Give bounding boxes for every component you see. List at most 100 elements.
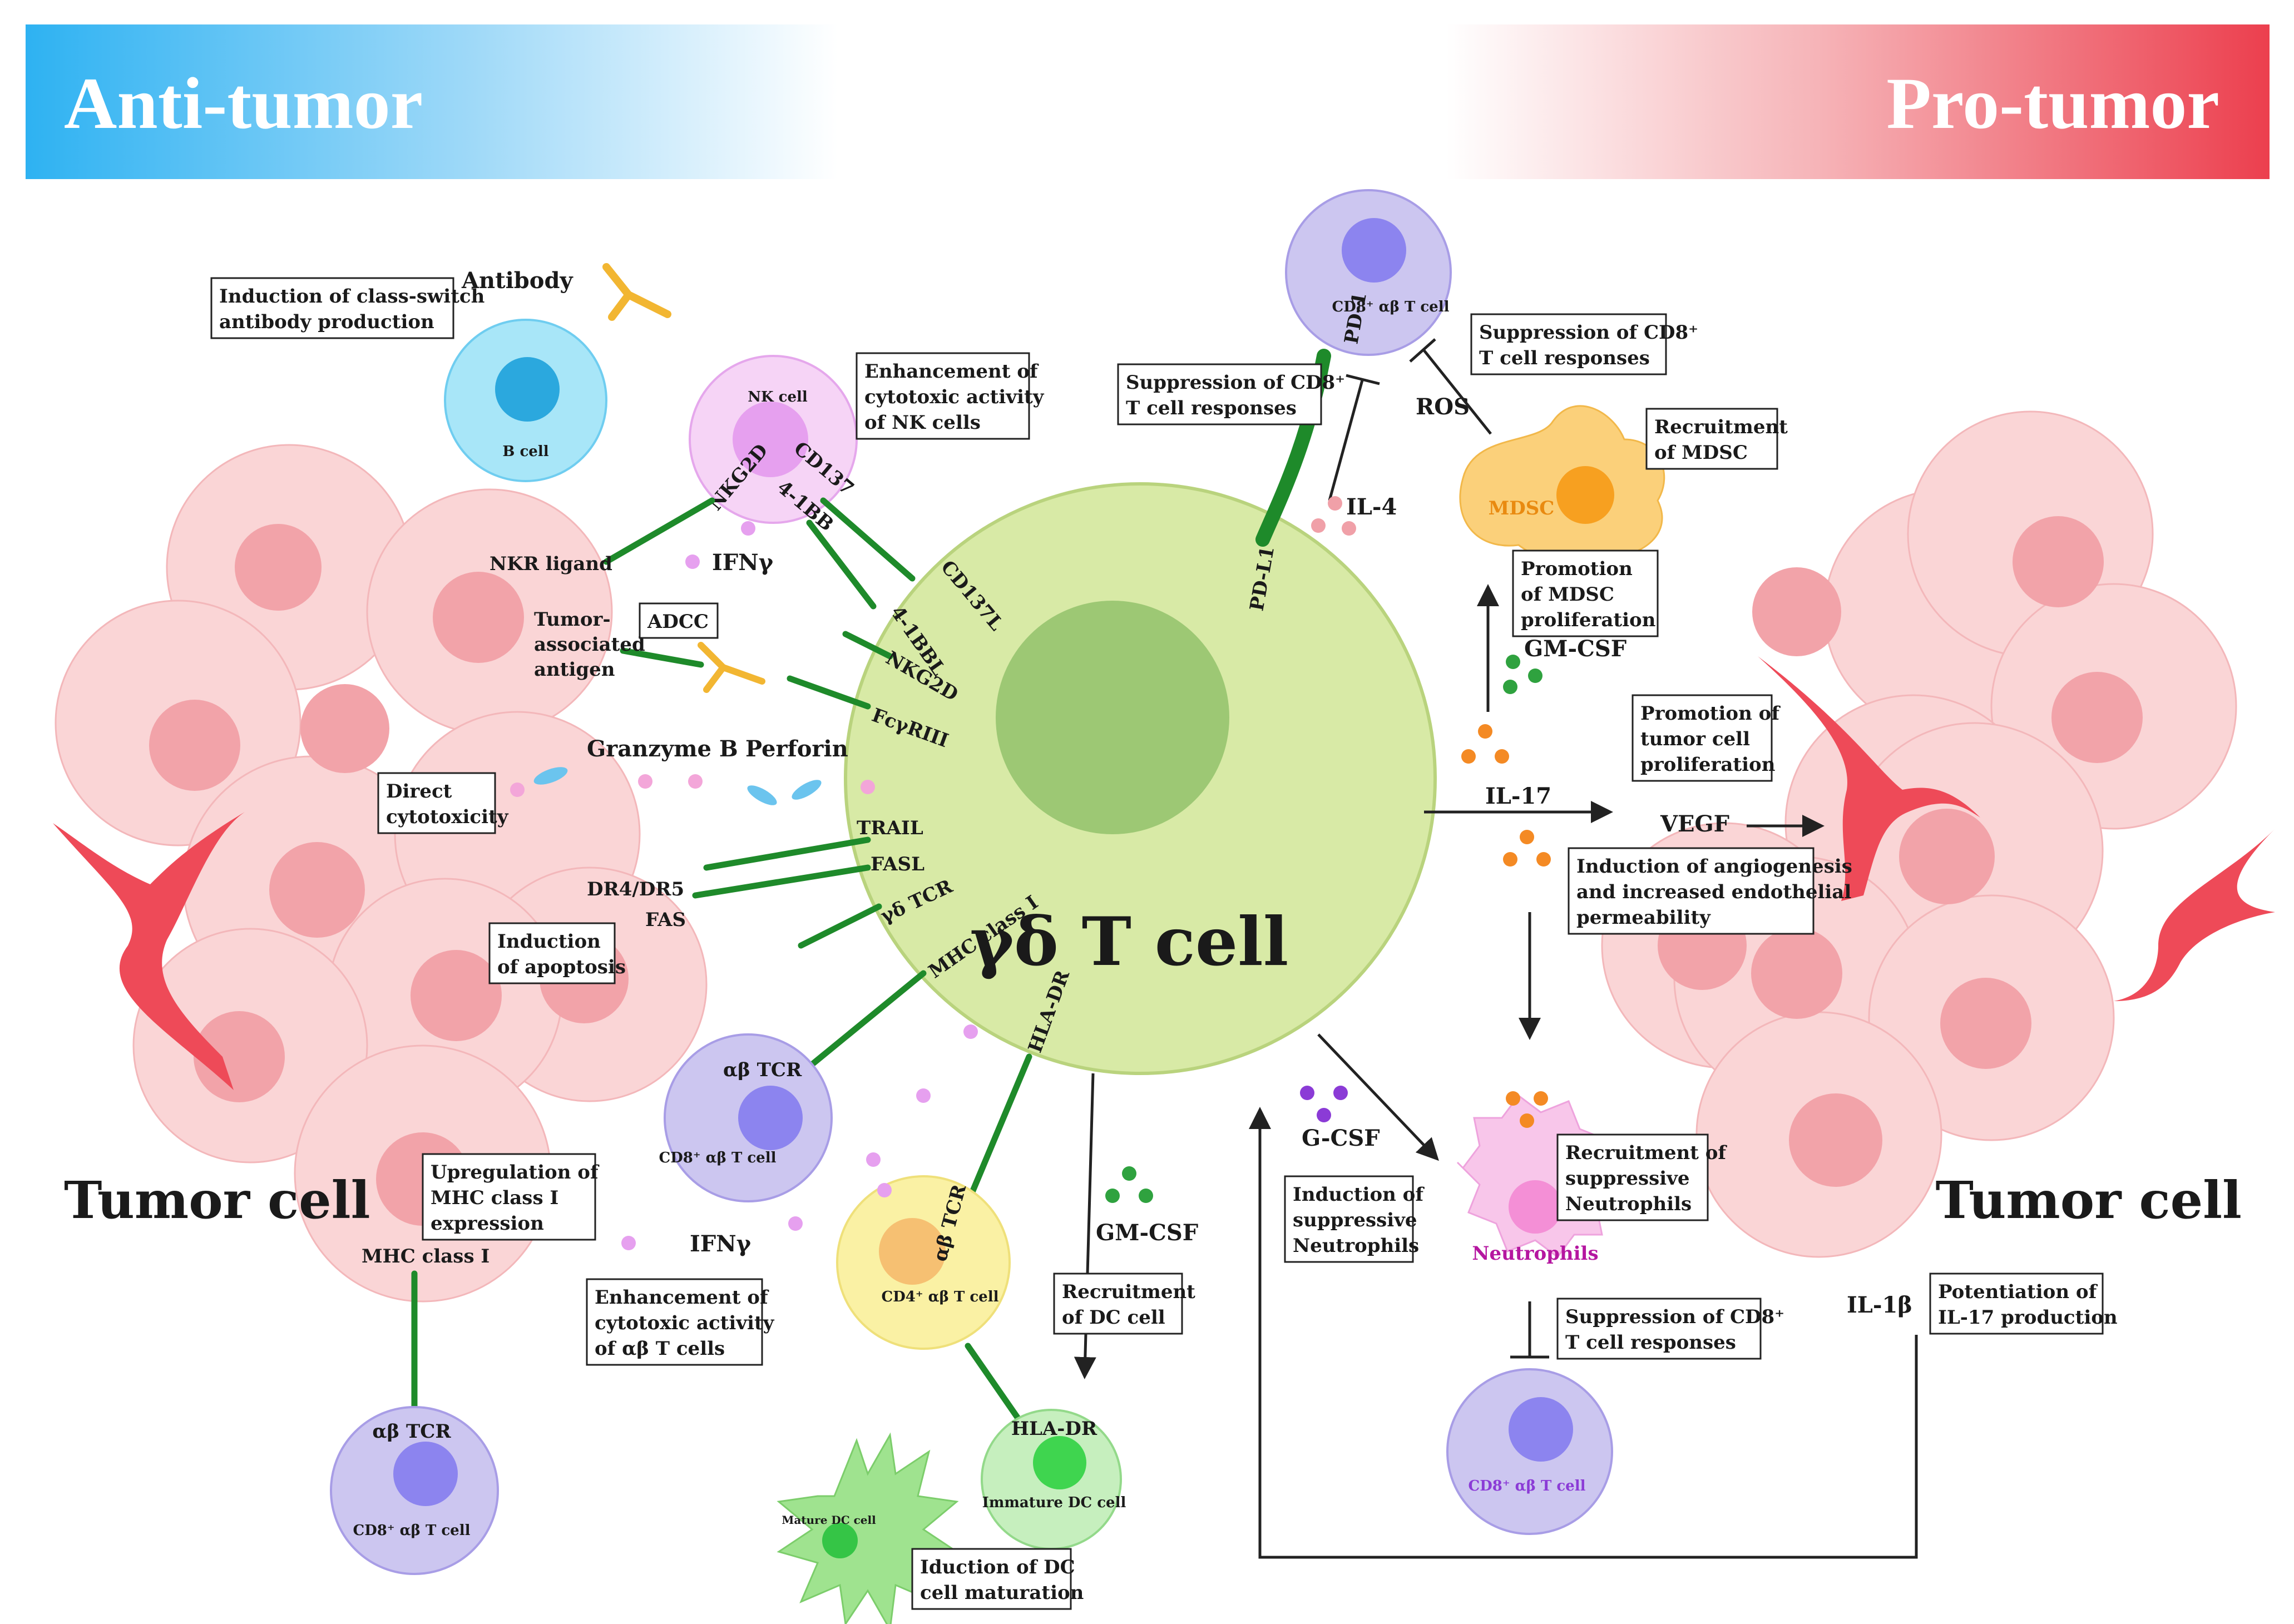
cd8-mid-nucleus (738, 1086, 803, 1150)
taa-label-3: antigen (534, 658, 615, 681)
il17-dots (1461, 724, 1551, 867)
box-dc-mature-line: cell maturation (920, 1582, 1084, 1604)
nkg2d-gd-receptor (842, 631, 893, 660)
box-mdsc-prolif (1512, 549, 1659, 637)
abtcr-mid-label: αβ TCR (723, 1059, 802, 1081)
box-angio (1568, 847, 1815, 935)
box-tumor-prolif-line: Promotion of (1640, 702, 1781, 725)
blood-vessel-left (53, 812, 245, 1090)
gd-t-cell-nucleus (996, 601, 1229, 834)
mhc-low-label: MHC class I (362, 1245, 490, 1267)
blood-vessel-right-2 (2114, 829, 2275, 1001)
trail-label: TRAIL (857, 817, 923, 839)
dr4-dr5-label: DR4/DR5 (587, 878, 684, 900)
taa-label-1: Tumor- (534, 608, 611, 631)
box-neut-supp-line: Neutrophils (1293, 1235, 1419, 1257)
box-il17-pot-line: Potentiation of (1938, 1281, 2098, 1303)
hladr-dc-label: HLA-DR (1011, 1418, 1097, 1440)
box-neut-recruit-line: Neutrophils (1565, 1193, 1692, 1215)
box-class-switch (210, 277, 454, 339)
antibody-label: Antibody (461, 268, 574, 294)
cd8-low-label: CD8⁺ αβ T cell (353, 1522, 471, 1539)
box-ab-enh-line: of αβ T cells (595, 1338, 725, 1360)
gcsf-label: G-CSF (1302, 1125, 1380, 1151)
gd-tcr-receptor (798, 903, 882, 949)
ifng-dots (621, 521, 978, 1250)
box-mdsc-prolif-line: proliferation (1521, 609, 1655, 631)
cd4-label: CD4⁺ αβ T cell (882, 1289, 999, 1305)
gmcsf-r-dots (1503, 655, 1542, 694)
immature-dc-label: Immature DC cell (982, 1494, 1126, 1511)
mature-dc-nucleus (822, 1523, 858, 1558)
box-class-switch-line: antibody production (219, 311, 434, 333)
taa-label-2: associated (534, 633, 645, 656)
box-dc-mature-line: Iduction of DC (920, 1556, 1075, 1578)
box-adcc (639, 602, 719, 639)
nk-cd137-link (820, 497, 916, 582)
box-dc-recruit-line: of DC cell (1062, 1306, 1165, 1329)
box-supp2 (1470, 313, 1667, 375)
fasl-receptor (692, 864, 871, 899)
cd8-top-label: CD8⁺ αβ T cell (1332, 299, 1450, 315)
box-neut-supp-line: Induction of (1293, 1184, 1425, 1206)
cd8-br-nucleus (1509, 1397, 1573, 1462)
box-mhc-up-line: Upregulation of (431, 1161, 600, 1184)
pro-tumor-title: Pro-tumor (1886, 62, 2219, 144)
gd-t-cell-label: γδ T cell (970, 903, 1289, 981)
gmcsf-dc-label: GM-CSF (1096, 1220, 1198, 1246)
il1b-label: IL-1β (1847, 1292, 1912, 1318)
box-neut-supp-line: suppressive (1293, 1209, 1417, 1231)
box-direct-line: Direct (386, 780, 452, 803)
trail-receptor (703, 836, 871, 871)
cd8-top-nucleus (1342, 218, 1406, 283)
nkr-ligand-label: NKR ligand (490, 553, 612, 575)
cd4-nucleus (879, 1218, 946, 1285)
box-supp3-line: T cell responses (1565, 1331, 1736, 1354)
box-ab-enh-line: Enhancement of (595, 1286, 769, 1309)
mdsc-nucleus (1556, 466, 1614, 524)
box-adcc-line: ADCC (647, 611, 709, 633)
b-cell-nucleus (495, 357, 560, 422)
box-tumor-prolif (1631, 694, 1773, 782)
mdsc-label: MDSC (1489, 497, 1555, 519)
neut-inhibit (1510, 1301, 1549, 1359)
box-mdsc-prolif-line: of MDSC (1521, 583, 1614, 606)
gmcsf-dc-dots (1105, 1166, 1153, 1203)
taa-link (620, 647, 704, 668)
granule-dots (510, 767, 875, 805)
box-apoptosis-line: of apoptosis (497, 956, 626, 978)
cd8-low-nucleus (393, 1442, 458, 1506)
box-nk-enh (856, 352, 1030, 440)
b-cell-label: B cell (502, 443, 548, 460)
box-mdsc-recruit (1645, 408, 1778, 470)
box-apoptosis-line: Induction (497, 930, 601, 953)
box-il17-pot-line: IL-17 production (1938, 1306, 2118, 1329)
box-neut-recruit-line: suppressive (1565, 1167, 1690, 1190)
ifng-top-label: IFNγ (712, 549, 774, 576)
perforin-label: Perforin (745, 736, 848, 762)
granzyme-label: Granzyme B (587, 736, 738, 762)
cd8-br-label: CD8⁺ αβ T cell (1469, 1478, 1586, 1494)
box-neut-recruit-line: Recruitment of (1565, 1142, 1727, 1164)
box-nk-enh-line: cytotoxic activity (864, 386, 1045, 408)
nk-cell-nucleus (733, 402, 808, 477)
gmcsf-r-label: GM-CSF (1524, 636, 1626, 662)
nkg2d-nkr-link (603, 497, 715, 565)
pd1-inhibit (1328, 374, 1380, 501)
box-tumor-prolif-line: proliferation (1640, 754, 1775, 776)
blood-vessel-right-1 (1758, 656, 1980, 901)
antibody-icon (602, 263, 671, 321)
mhc-abtcr-link (798, 970, 927, 1077)
box-neut-supp (1284, 1175, 1414, 1263)
il1b-loop (1249, 1107, 1918, 1559)
box-mdsc-recruit-line: of MDSC (1654, 442, 1748, 464)
ifng-low-label: IFNγ (690, 1231, 752, 1257)
vegf-label: VEGF (1660, 811, 1729, 837)
box-dc-mature (911, 1548, 1072, 1610)
tumor-right-label: Tumor cell (1935, 1170, 2242, 1230)
box-supp2-line: T cell responses (1479, 347, 1650, 369)
box-neut-recruit (1556, 1133, 1709, 1221)
anti-tumor-title: Anti-tumor (64, 62, 423, 144)
